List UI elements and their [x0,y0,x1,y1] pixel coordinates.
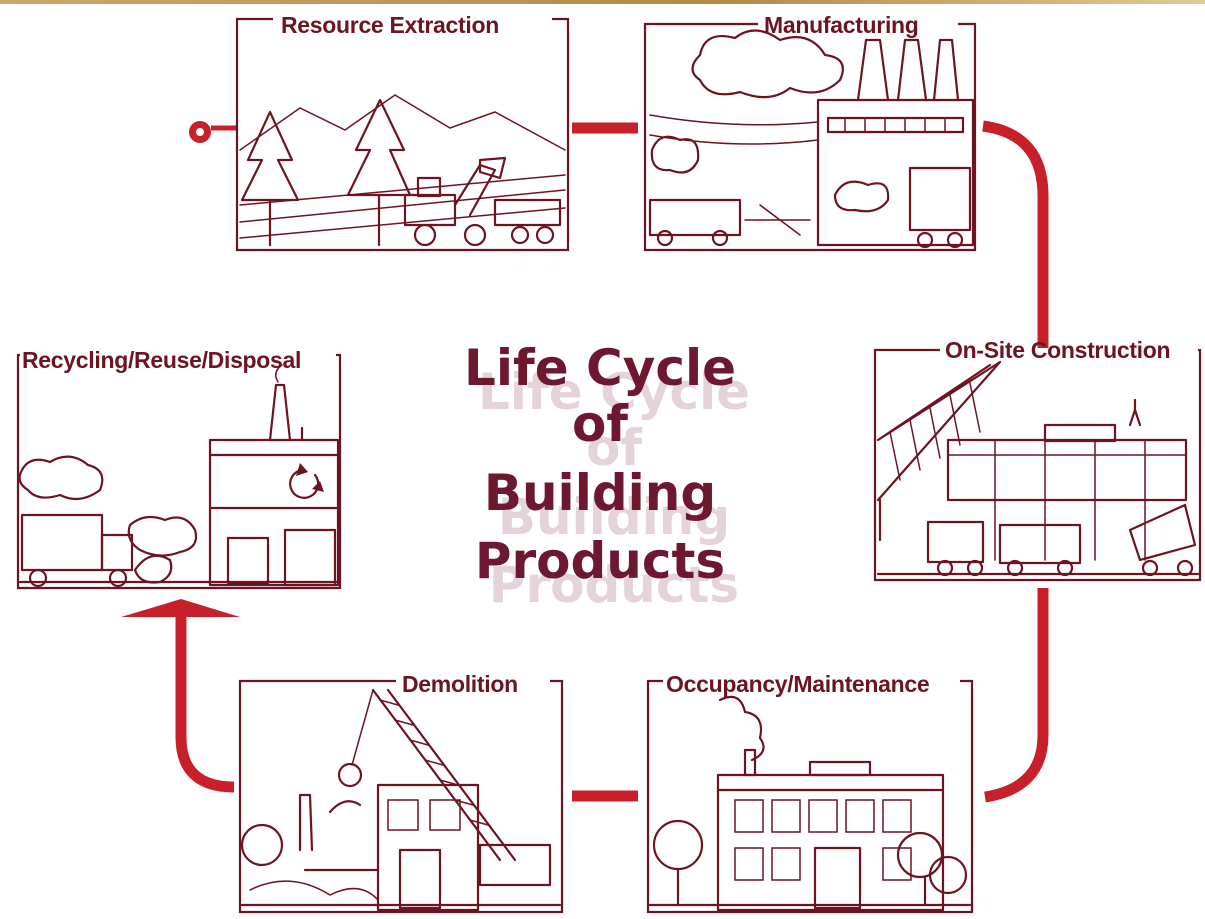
stage-label-occupancy-maintenance: Occupancy/Maintenance [666,671,929,697]
smokestacks-illustration [856,38,960,102]
stage-manufacturing: Manufacturing [643,12,977,252]
arrow-construction-to-occupancy [984,588,1049,803]
arrow-head-icon [121,599,240,617]
stage-label-manufacturing: Manufacturing [764,12,919,38]
title-shadow-line1: Life Cycle [478,363,750,421]
mountains-illustration [239,94,566,151]
top-decorative-band [0,0,1205,4]
title-line2: of [572,395,629,453]
stage-occupancy-maintenance: Occupancy/Maintenance [646,671,974,914]
pine-trees-illustration [240,98,412,247]
garbage-truck-illustration [20,513,104,572]
loader-truck-illustration [403,156,562,247]
office-building-illustration [716,760,945,912]
stage-label-on-site-construction: On-Site Construction [945,337,1170,363]
stage-on-site-construction: On-Site Construction [873,337,1202,582]
arrow-demolition-to-recycling [175,612,235,793]
stage-resource-extraction: Resource Extraction [235,12,570,252]
wrecking-ball-icon [337,762,363,788]
wrecking-crane-illustration [337,688,552,887]
smoke-cloud-illustration [18,455,104,501]
factory-building-illustration [816,98,975,247]
title-shadow-line3: Building [498,488,730,546]
flow-arrows [121,120,1049,803]
tree-illustration [652,819,704,871]
arrow-manufacturing-to-construction [982,120,1049,348]
recycling-building-illustration [208,438,340,587]
title-shadow-line4: Products [489,556,739,614]
construction-crane-illustration [876,360,1002,542]
stage-label-demolition: Demolition [402,671,518,697]
truck-trailer-illustration [908,166,972,232]
stage-label-recycling-reuse-disposal: Recycling/Reuse/Disposal [22,347,301,373]
cement-mixer-illustration [1128,503,1197,562]
chimney-smoke-illustration [718,695,765,762]
title-shadow-line2: of [586,419,643,477]
title-line4: Products [475,532,725,590]
diagram-title: Life Cycle of Building Products Life Cyc… [464,339,750,614]
title-line3: Building [484,464,716,522]
title-line1: Life Cycle [464,339,736,397]
steel-frame-building-illustration [946,398,1188,561]
damaged-building-illustration [298,783,480,912]
stage-recycling-reuse-disposal: Recycling/Reuse/Disposal [16,347,342,590]
stage-label-resource-extraction: Resource Extraction [281,12,499,38]
recycle-icon [289,463,324,499]
smoke-cloud-illustration [691,29,844,99]
stage-demolition: Demolition [238,671,564,914]
smokestack-illustration [268,383,292,442]
